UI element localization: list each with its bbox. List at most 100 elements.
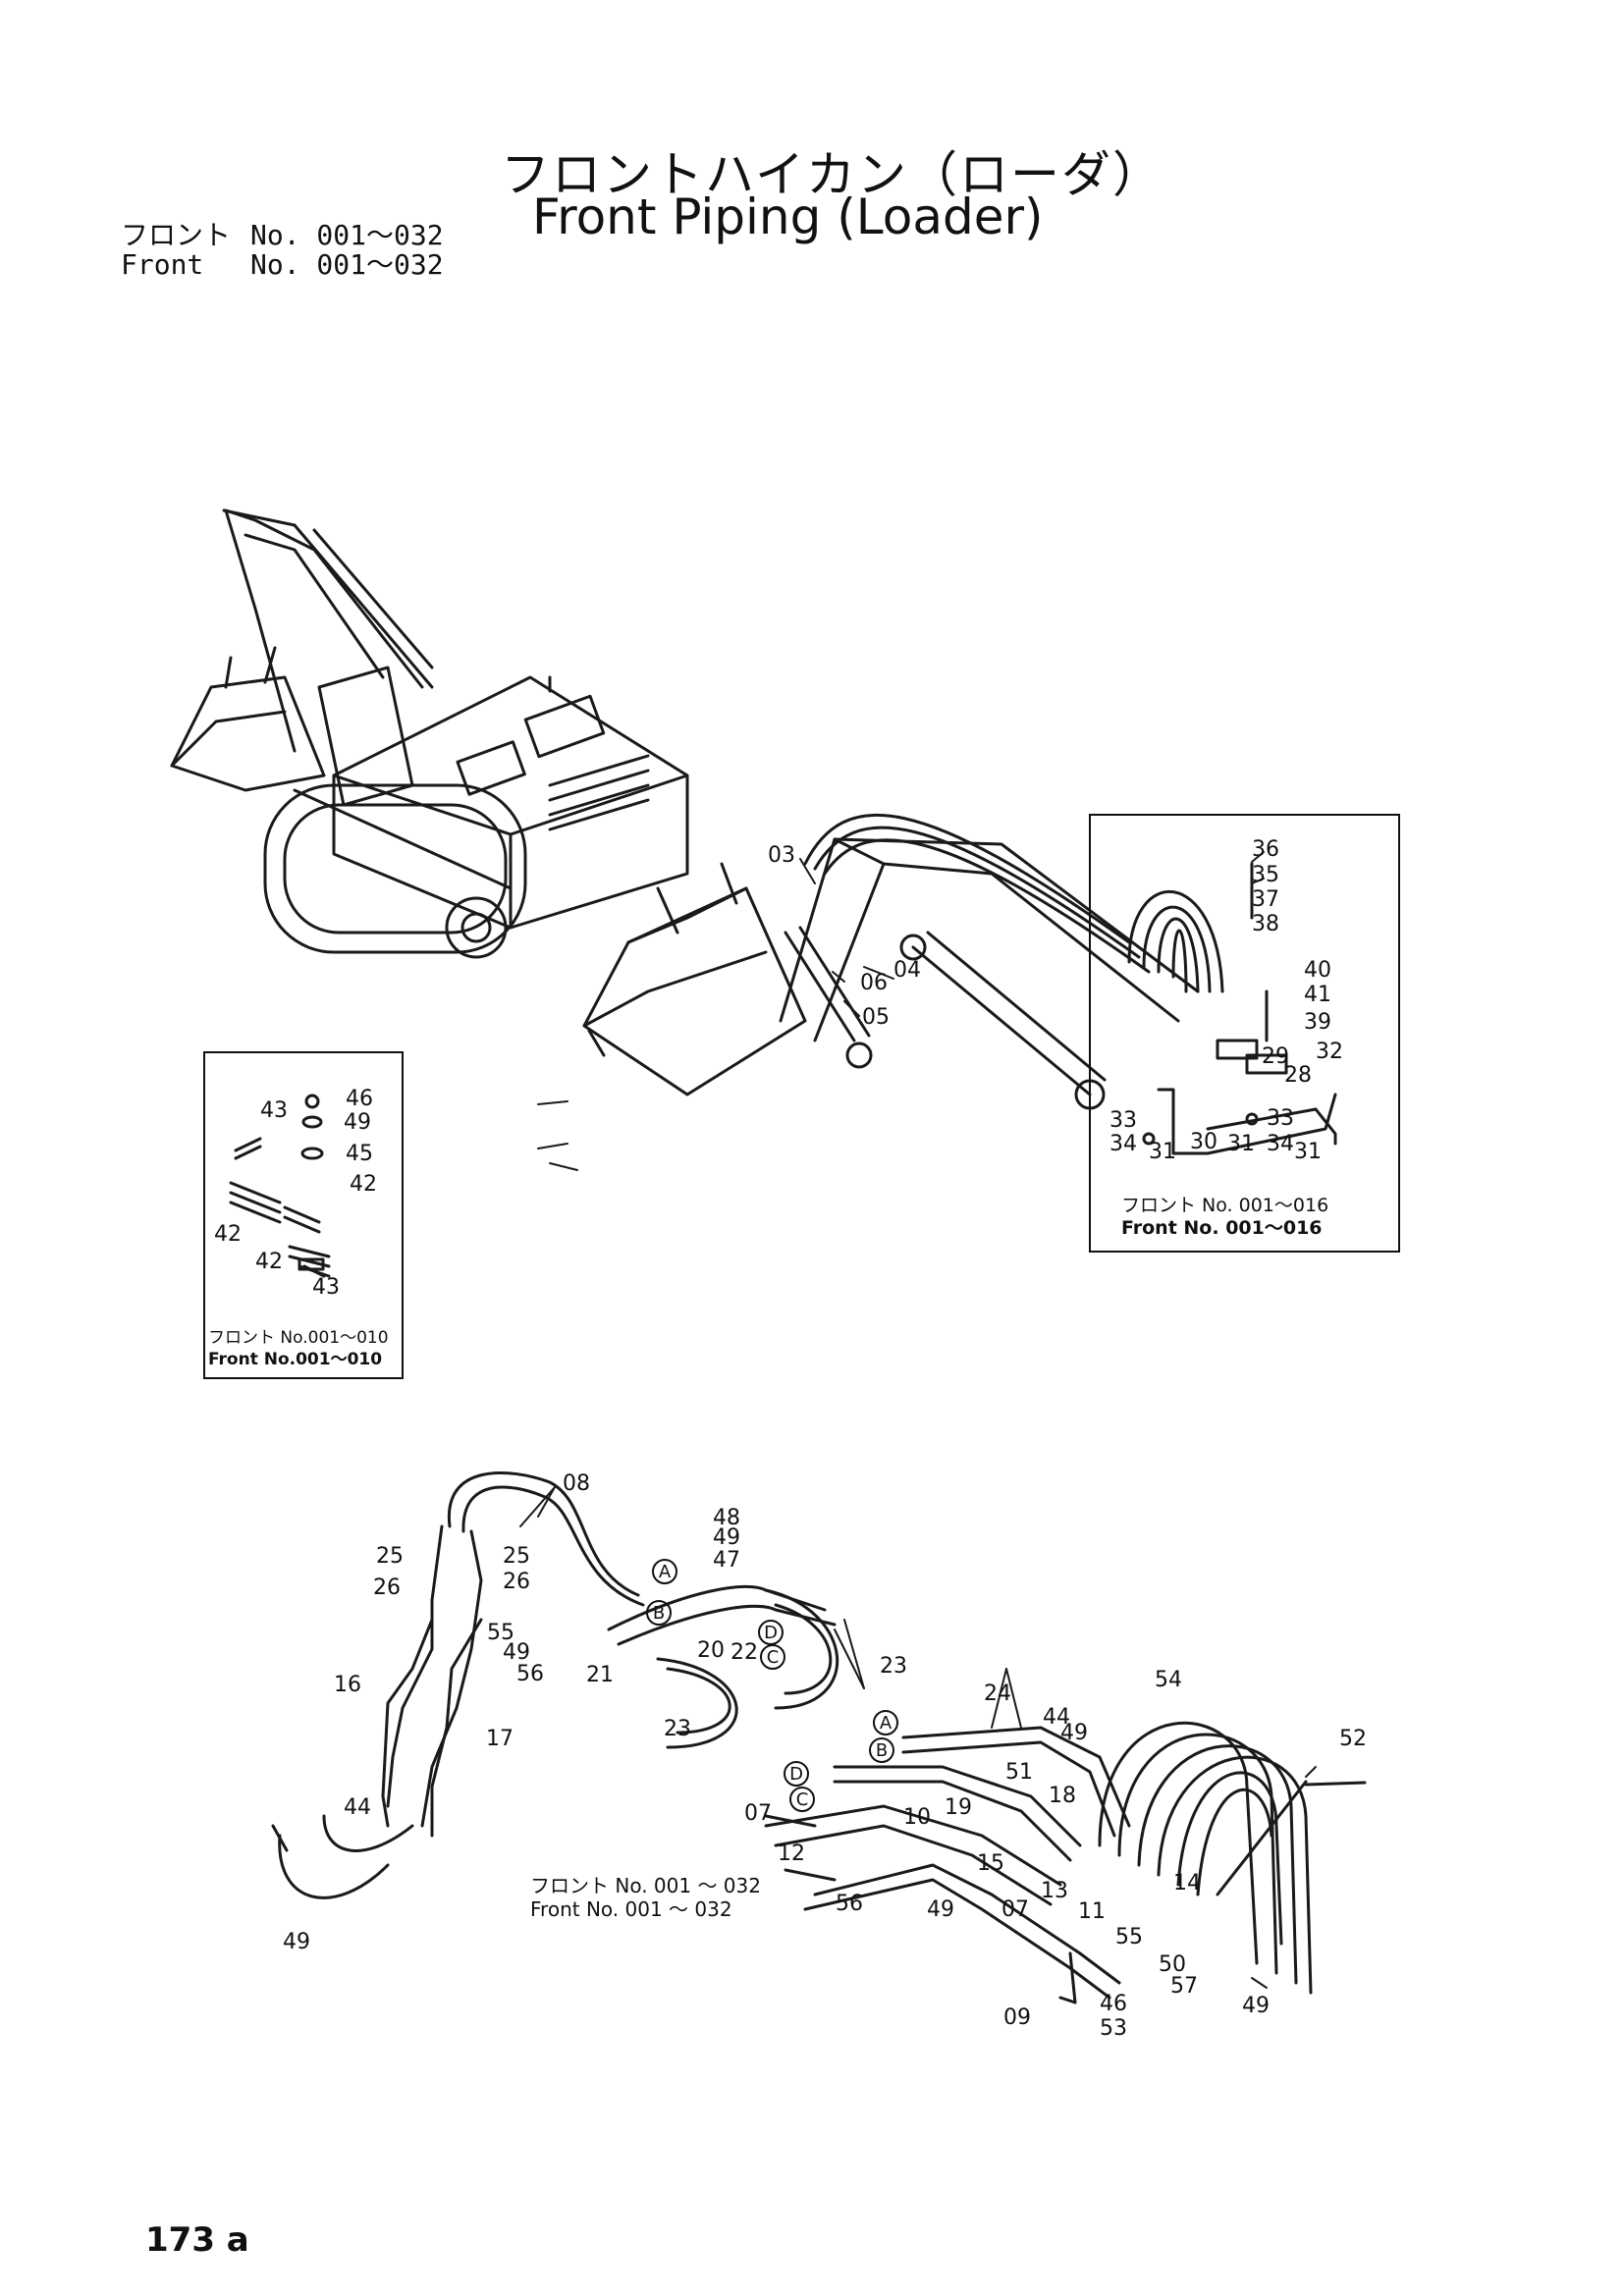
serial-range-jp-label: フロント (121, 219, 232, 251)
callout-25: 25 (503, 1544, 530, 1569)
callout-50: 50 (1159, 1952, 1186, 1977)
callout-11: 11 (1078, 1899, 1106, 1924)
callout-37: 37 (1252, 887, 1279, 912)
title-english: Front Piping (Loader) (532, 188, 1044, 245)
callout-52: 52 (1339, 1727, 1367, 1751)
callout-54: 54 (1155, 1668, 1182, 1692)
lower-range-jp: フロント No. 001 ～ 032 (530, 1874, 761, 1897)
upper-right-inset-range-jp: フロント No. 001〜016 (1121, 1195, 1329, 1216)
callout-05: 05 (862, 1005, 890, 1030)
title-japanese: フロントハイカン（ローダ） (501, 146, 1163, 203)
callout-18: 18 (1049, 1784, 1076, 1808)
svg-text:D: D (789, 1764, 803, 1785)
callout-07: 07 (744, 1801, 772, 1826)
callout-08: 08 (563, 1471, 590, 1496)
callout-22: 22 (730, 1640, 758, 1665)
upper-right-inset-detail (1142, 862, 1337, 1155)
callout-49: 49 (1242, 1994, 1270, 2018)
callout-15: 15 (977, 1851, 1004, 1876)
callout-35: 35 (1252, 863, 1279, 887)
callout-53: 53 (1100, 2016, 1127, 2041)
machine-overview-illustration (170, 508, 689, 959)
callout-48: 48 (713, 1506, 740, 1530)
ref-circle-D: D (758, 1620, 784, 1645)
callout-27: 27 (0, 0, 27, 6)
ref-circle-C: C (789, 1787, 815, 1812)
callout-03: 03 (768, 843, 795, 868)
callout-04: 04 (893, 958, 921, 983)
callout-10: 10 (903, 1805, 931, 1830)
callout-29: 29 (1262, 1044, 1289, 1069)
callout-28: 28 (1284, 1063, 1312, 1088)
leader-lines (519, 851, 1317, 1989)
ref-circle-B: B (646, 1600, 672, 1626)
callout-23: 23 (880, 1654, 907, 1679)
svg-text:A: A (659, 1562, 672, 1582)
callout-57: 57 (1170, 1974, 1198, 1999)
callout-51: 51 (1005, 1760, 1033, 1785)
ref-circle-A: A (652, 1559, 677, 1584)
callout-49: 49 (344, 1110, 371, 1135)
callout-26: 26 (373, 1575, 401, 1600)
callout-42: 42 (214, 1222, 242, 1247)
callout-09: 09 (1003, 2005, 1031, 2030)
serial-range-en: Front No. 001～032 (121, 243, 444, 283)
left-inset-range-jp: フロント No.001〜010 (208, 1328, 389, 1348)
callout-46: 46 (1100, 1992, 1127, 2016)
callout-24: 24 (984, 1682, 1011, 1706)
callout-43: 43 (260, 1098, 288, 1123)
serial-range-en-label: Front (121, 248, 204, 281)
upper-right-inset-range-en: Front No. 001〜016 (1121, 1217, 1323, 1239)
callout-55: 55 (487, 1621, 514, 1645)
callout-49: 49 (927, 1897, 954, 1922)
callout-19: 19 (945, 1795, 972, 1820)
left-inset-detail (229, 1094, 331, 1278)
callout-20: 20 (697, 1638, 725, 1663)
callout-16: 16 (334, 1673, 361, 1697)
callout-56: 56 (836, 1892, 863, 1916)
ref-circle-C: C (760, 1644, 785, 1670)
callout-12: 12 (778, 1842, 805, 1866)
callout-32: 32 (1316, 1040, 1343, 1064)
callout-43: 43 (312, 1275, 340, 1300)
callout-31: 31 (1149, 1140, 1176, 1164)
callout-38: 38 (1252, 912, 1279, 936)
left-inset-frame (203, 1051, 404, 1379)
callout-42: 42 (350, 1172, 377, 1197)
svg-text:A: A (880, 1713, 893, 1734)
callout-34: 34 (1267, 1132, 1294, 1156)
ref-circle-D: D (784, 1761, 809, 1787)
callout-42: 42 (255, 1250, 283, 1274)
callout-44: 44 (344, 1795, 371, 1820)
callout-23: 23 (664, 1717, 691, 1741)
callout-33: 33 (1267, 1106, 1294, 1131)
ref-circle-B: B (869, 1737, 894, 1763)
upper-right-inset-frame (1089, 814, 1400, 1253)
callout-44: 44 (1043, 1705, 1070, 1730)
svg-text:C: C (767, 1647, 780, 1668)
front-attachment-illustration (582, 814, 1224, 1110)
svg-text:D: D (764, 1623, 778, 1643)
callout-34: 34 (1109, 1132, 1137, 1156)
callout-13: 13 (1041, 1879, 1068, 1903)
callout-31: 31 (1227, 1132, 1255, 1156)
callout-33: 33 (1109, 1108, 1137, 1133)
callout-14: 14 (1173, 1871, 1201, 1896)
callout-30: 30 (1190, 1130, 1217, 1154)
callout-41: 41 (1304, 983, 1331, 1007)
callout-36: 36 (1252, 837, 1279, 862)
callout-49: 49 (283, 1930, 310, 1954)
callout-56: 56 (516, 1662, 544, 1686)
serial-range-en-value: No. 001～032 (250, 248, 444, 281)
callout-17: 17 (486, 1727, 514, 1751)
callout-39: 39 (1304, 1010, 1331, 1035)
left-inset-range-en: Front No.001〜010 (208, 1350, 383, 1369)
callout-47: 47 (713, 1548, 740, 1573)
callout-25: 25 (376, 1544, 404, 1569)
lower-range-en: Front No. 001 ～ 032 (530, 1897, 732, 1921)
callout-49: 49 (1060, 1721, 1088, 1745)
callout-26: 26 (503, 1570, 530, 1594)
ref-circle-A: A (873, 1710, 898, 1735)
callout-06: 06 (860, 971, 888, 995)
